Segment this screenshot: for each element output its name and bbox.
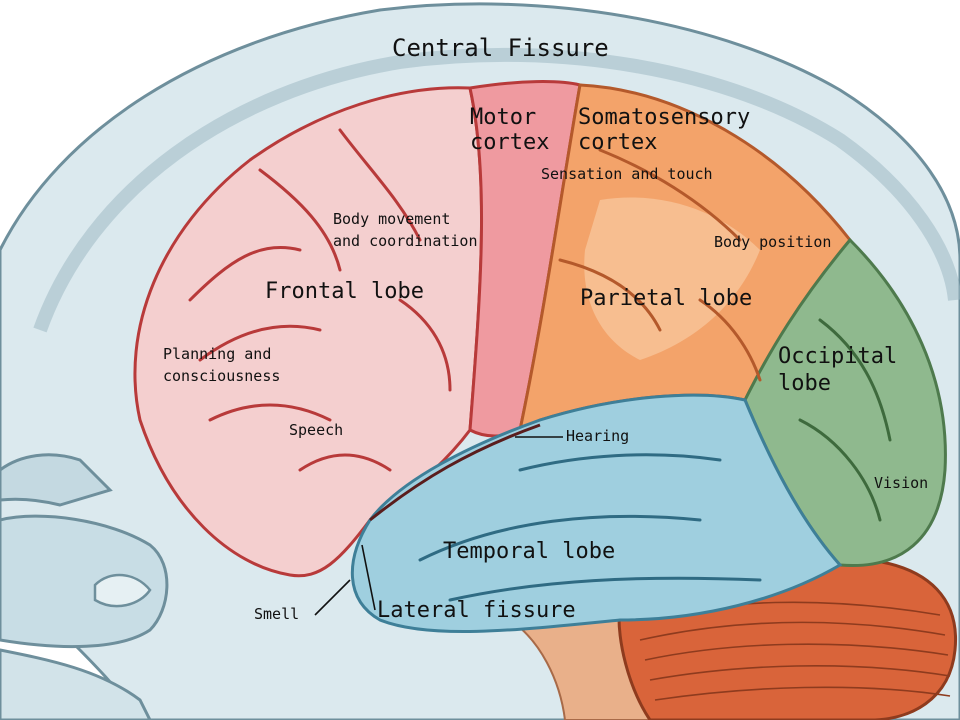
vision-label: Vision bbox=[874, 474, 929, 492]
frontal-lobe-label: Frontal lobe bbox=[265, 279, 424, 304]
motor-cortex-label-line1: Motor bbox=[470, 105, 537, 130]
occipital-lobe bbox=[743, 237, 947, 568]
body-movement-label-line1: Body movement bbox=[333, 210, 451, 228]
planning-label-line2: consciousness bbox=[163, 367, 281, 385]
somatosensory-cortex-label-line2: cortex bbox=[578, 130, 658, 155]
frontal-sulci bbox=[188, 128, 452, 472]
eye-socket bbox=[0, 514, 169, 649]
occipital-sulci bbox=[798, 318, 892, 522]
cheek bbox=[0, 648, 152, 720]
smell-leader-line bbox=[314, 579, 351, 616]
planning-label-line1: Planning and bbox=[163, 345, 272, 363]
occipital-lobe-label-line1: Occipital bbox=[778, 344, 898, 369]
eyelid bbox=[93, 573, 152, 608]
speech-label: Speech bbox=[289, 421, 344, 439]
motor-cortex-label-line2: cortex bbox=[470, 130, 550, 155]
central-fissure-label: Central Fissure bbox=[392, 34, 609, 62]
sensation-touch-label: Sensation and touch bbox=[541, 165, 713, 183]
parietal-highlight bbox=[584, 197, 760, 360]
body-movement-label-line2: and coordination bbox=[333, 232, 478, 250]
temporal-lobe-label: Temporal lobe bbox=[443, 539, 616, 564]
lateral-fissure-label: Lateral fissure bbox=[377, 598, 576, 623]
brow-ridge bbox=[0, 453, 113, 507]
skull-inner-edge bbox=[33, 47, 960, 333]
lateral-fissure-leader-line bbox=[361, 544, 376, 611]
parietal-lobe-label: Parietal lobe bbox=[580, 286, 753, 311]
hearing-label: Hearing bbox=[566, 427, 630, 445]
temporal-sulci bbox=[418, 453, 762, 602]
somatosensory-cortex-label-line1: Somatosensory bbox=[578, 105, 751, 130]
parietal-sulci bbox=[558, 148, 762, 382]
occipital-lobe-label-line2: lobe bbox=[778, 371, 831, 396]
body-position-label: Body position bbox=[714, 233, 832, 251]
smell-label: Smell bbox=[254, 605, 300, 623]
lateral-fissure-line bbox=[369, 423, 541, 522]
